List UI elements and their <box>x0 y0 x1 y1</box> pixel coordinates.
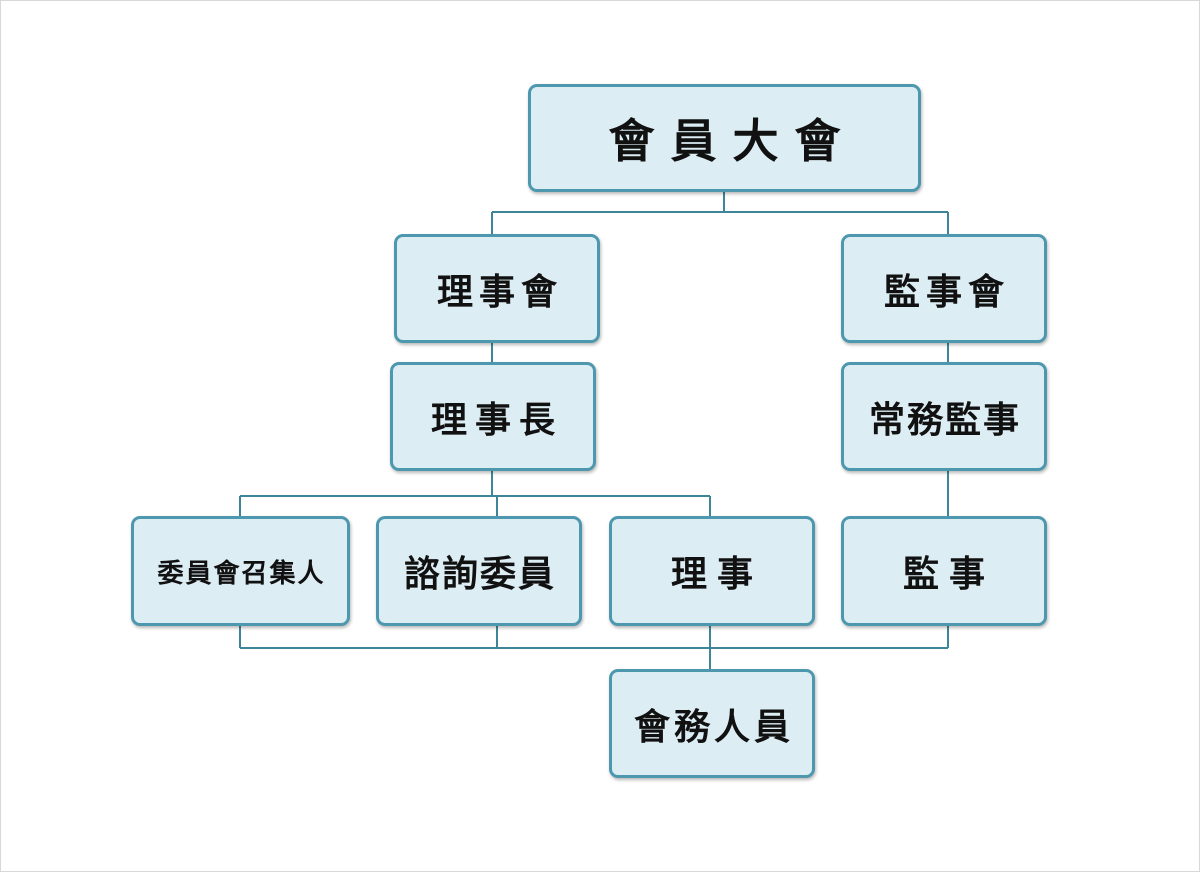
node-chairman-label: 理事長 <box>430 398 563 441</box>
node-board-of-supervisors: 監事會 <box>841 234 1047 343</box>
node-advisory-member-label: 諮詢委員 <box>403 553 556 595</box>
node-general-assembly-label: 會員大會 <box>608 114 857 168</box>
node-committee-convener-label: 委員會召集人 <box>157 558 326 589</box>
node-chairman: 理事長 <box>390 362 596 471</box>
node-supervisor: 監事 <box>841 516 1047 626</box>
node-advisory-member: 諮詢委員 <box>376 516 582 626</box>
node-staff: 會務人員 <box>609 669 815 778</box>
node-supervisor-label: 監事 <box>902 553 995 595</box>
node-director-label: 理事 <box>670 553 763 595</box>
node-director: 理事 <box>609 516 815 626</box>
node-board-of-directors-label: 理事會 <box>436 270 563 313</box>
node-standing-supervisor-label: 常務監事 <box>868 398 1021 441</box>
node-committee-convener: 委員會召集人 <box>131 516 350 626</box>
node-standing-supervisor: 常務監事 <box>841 362 1047 471</box>
node-staff-label: 會務人員 <box>633 705 794 748</box>
node-board-of-supervisors-label: 監事會 <box>883 270 1010 313</box>
node-general-assembly: 會員大會 <box>528 84 921 192</box>
node-board-of-directors: 理事會 <box>394 234 600 343</box>
